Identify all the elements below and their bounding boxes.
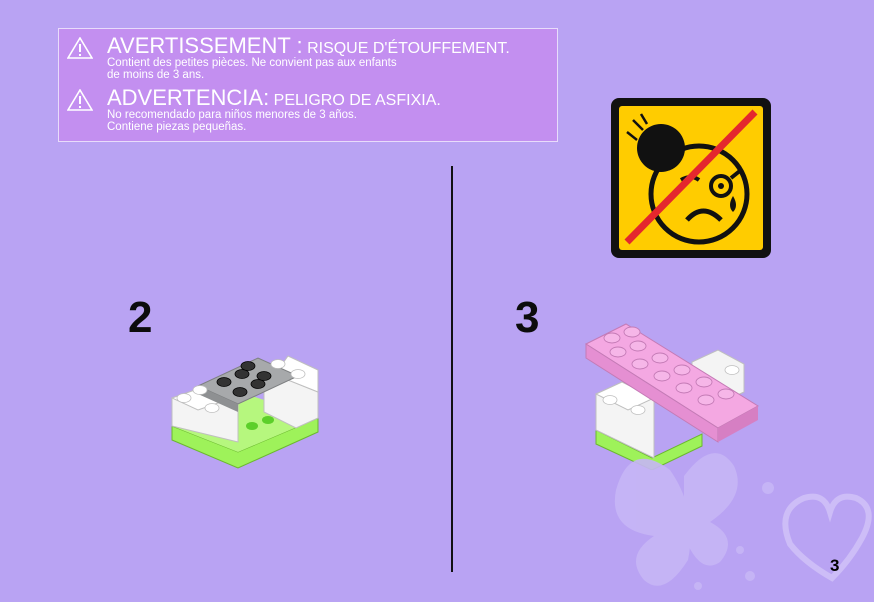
warning-line: de moins de 3 ans. [107, 69, 205, 81]
warning-subtitle-fr: RISQUE D'ÉTOUFFEMENT. [307, 40, 510, 57]
warning-text-fr: Contient des petites pièces. Ne convient… [107, 57, 397, 81]
choking-hazard-icon [611, 98, 771, 258]
step-divider [451, 166, 453, 572]
warning-line: No recomendado para niños menores de 3 a… [107, 109, 357, 121]
warning-heading-es: ADVERTENCIA: PELIGRO DE ASFIXIA. [107, 87, 441, 112]
warning-text-es: No recomendado para niños menores de 3 a… [107, 109, 357, 133]
warning-title-es: ADVERTENCIA: [107, 85, 270, 110]
warning-subtitle-es: PELIGRO DE ASFIXIA. [273, 92, 441, 109]
warning-title-fr: AVERTISSEMENT : [107, 33, 303, 58]
step-3-model [584, 323, 759, 470]
heart-watermark [782, 493, 872, 582]
warning-line: Contient des petites pièces. Ne convient… [107, 57, 397, 69]
step-2-model [170, 355, 319, 469]
warning-box: AVERTISSEMENT : RISQUE D'ÉTOUFFEMENT. Co… [58, 28, 558, 142]
warning-triangle-icon [67, 89, 93, 111]
warning-line: Contiene piezas pequeñas. [107, 121, 247, 133]
butterfly-watermark [614, 453, 872, 590]
step-number-3: 3 [515, 293, 540, 342]
page-number: 3 [830, 556, 840, 575]
step-number-2: 2 [128, 293, 153, 342]
warning-heading-fr: AVERTISSEMENT : RISQUE D'ÉTOUFFEMENT. [107, 35, 510, 60]
warning-triangle-icon [67, 37, 93, 59]
